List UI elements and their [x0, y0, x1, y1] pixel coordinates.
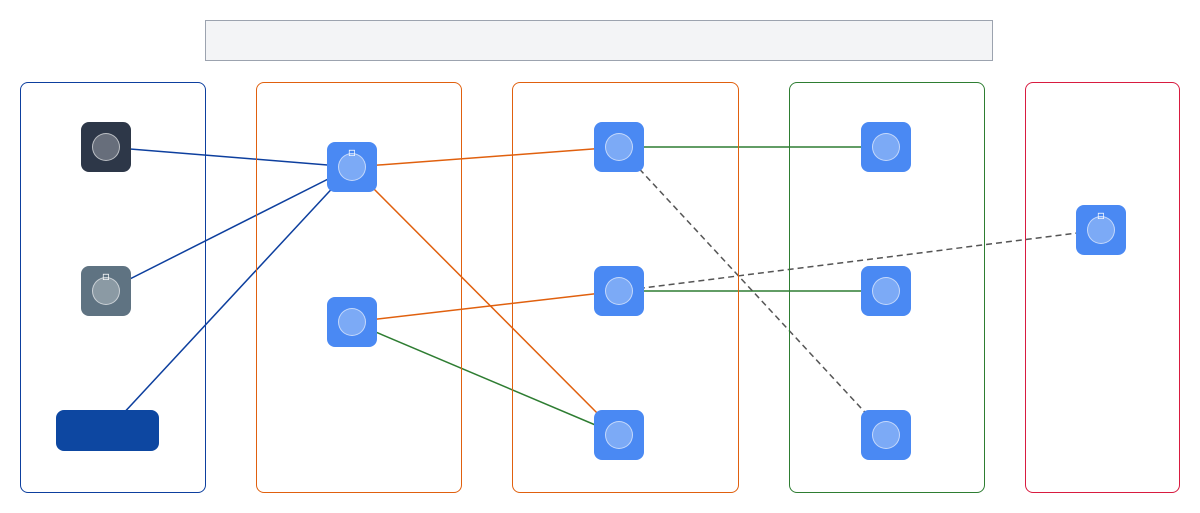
node-12[interactable]: ▫ — [1076, 205, 1126, 255]
circle-icon — [605, 421, 633, 449]
circle-icon — [605, 277, 633, 305]
node-3[interactable] — [56, 410, 159, 451]
circle-icon — [872, 421, 900, 449]
edge-2 — [105, 166, 353, 292]
circle-icon — [338, 153, 366, 181]
group-1 — [20, 82, 206, 493]
node-8[interactable] — [594, 410, 644, 460]
square-glyph-icon: ▫ — [347, 145, 357, 159]
circle-icon — [92, 133, 120, 161]
circle-icon — [872, 277, 900, 305]
circle-icon — [872, 133, 900, 161]
edge-11 — [618, 229, 1102, 292]
square-glyph-icon: ▫ — [101, 269, 111, 283]
edge-3 — [106, 166, 353, 432]
group-3 — [512, 82, 739, 493]
edge-5 — [351, 166, 620, 436]
node-4[interactable]: ▫ — [327, 142, 377, 192]
node-10[interactable] — [861, 266, 911, 316]
node-2[interactable]: ▫ — [81, 266, 131, 316]
group-2 — [256, 82, 462, 493]
node-11[interactable] — [861, 410, 911, 460]
node-9[interactable] — [861, 122, 911, 172]
diagram-title — [205, 20, 993, 61]
square-glyph-icon: ▫ — [1096, 208, 1106, 222]
node-7[interactable] — [594, 266, 644, 316]
group-5 — [1025, 82, 1180, 493]
circle-icon — [92, 277, 120, 305]
node-1[interactable] — [81, 122, 131, 172]
edge-1 — [105, 146, 353, 168]
node-5[interactable] — [327, 297, 377, 347]
edge-7 — [351, 321, 620, 436]
node-6[interactable] — [594, 122, 644, 172]
circle-icon — [605, 133, 633, 161]
edge-6 — [351, 290, 620, 323]
edge-4 — [351, 146, 620, 168]
group-4 — [789, 82, 985, 493]
circle-icon — [338, 308, 366, 336]
circle-icon — [1087, 216, 1115, 244]
edge-10 — [618, 146, 887, 436]
